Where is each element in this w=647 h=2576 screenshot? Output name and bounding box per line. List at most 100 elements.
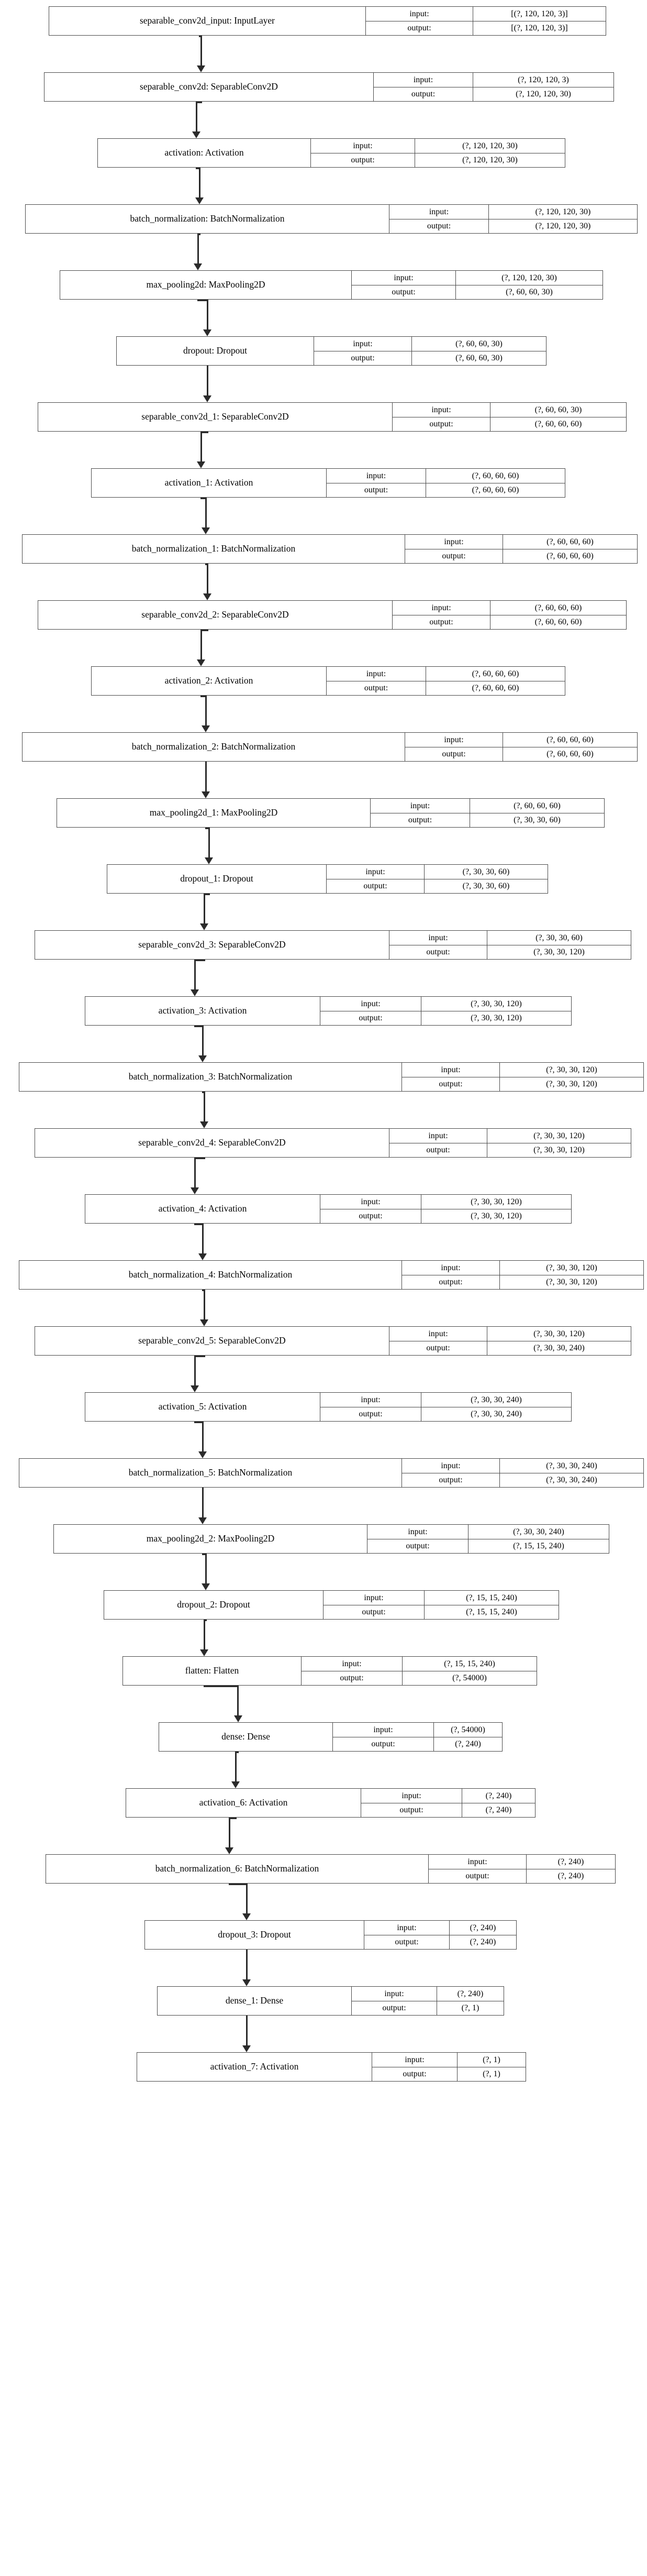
input-label: input: bbox=[428, 933, 448, 942]
input-shape-value: (?, 30, 30, 60) bbox=[487, 931, 631, 945]
output-label: output: bbox=[364, 684, 388, 692]
output-label: output: bbox=[359, 1212, 383, 1220]
layer-name-label: activation_7: Activation bbox=[210, 2061, 299, 2072]
input-label: input: bbox=[429, 207, 449, 216]
output-shape-value: (?, 30, 30, 240) bbox=[487, 1341, 631, 1355]
layer-io-table: input:(?, 240)output:(?, 1) bbox=[351, 1987, 504, 2015]
input-label: input: bbox=[441, 1461, 461, 1470]
layer-node-batch_normalization_2[interactable]: batch_normalization_2: BatchNormalizatio… bbox=[22, 732, 638, 762]
input-shape-value: (?, 15, 15, 240) bbox=[402, 1657, 537, 1671]
output-shape-value: (?, 240) bbox=[449, 1935, 516, 1949]
input-label: input: bbox=[342, 1659, 362, 1668]
graph-edge bbox=[199, 36, 201, 37]
layer-input-row: input:(?, 15, 15, 240) bbox=[324, 1591, 559, 1605]
graph-edge bbox=[203, 1686, 205, 1687]
layer-io-table: input:(?, 60, 60, 60)output:(?, 60, 60, … bbox=[326, 469, 565, 497]
layer-input-row: input:(?, 240) bbox=[429, 1855, 615, 1869]
layer-output-row: output:(?, 30, 30, 120) bbox=[402, 1275, 643, 1289]
layer-input-row: input:(?, 30, 30, 120) bbox=[402, 1063, 643, 1077]
output-shape-value: (?, 30, 30, 240) bbox=[421, 1407, 571, 1421]
graph-edge bbox=[203, 1554, 206, 1555]
input-label: input: bbox=[361, 999, 381, 1008]
graph-edge bbox=[198, 36, 200, 37]
layer-io-table: input:(?, 120, 120, 30)output:(?, 60, 60… bbox=[351, 271, 603, 299]
output-label: output: bbox=[411, 90, 436, 98]
output-shape-value: (?, 120, 120, 30) bbox=[415, 153, 565, 167]
graph-edge bbox=[228, 1818, 230, 1848]
output-label: output: bbox=[399, 1806, 423, 1814]
layer-node-batch_normalization_6[interactable]: batch_normalization_6: BatchNormalizatio… bbox=[46, 1854, 616, 1884]
layer-node-batch_normalization_1[interactable]: batch_normalization_1: BatchNormalizatio… bbox=[22, 534, 638, 564]
layer-name-label: batch_normalization_3: BatchNormalizatio… bbox=[128, 1071, 293, 1082]
graph-edge bbox=[205, 564, 207, 565]
layer-io-table: input:(?, 30, 30, 120)output:(?, 30, 30,… bbox=[401, 1261, 643, 1289]
layer-io-table: input:(?, 60, 60, 60)output:(?, 30, 30, … bbox=[370, 799, 604, 827]
layer-input-row: input:[(?, 120, 120, 3)] bbox=[366, 7, 606, 21]
layer-name-label: dense: Dense bbox=[221, 1731, 270, 1742]
layer-input-row: input:(?, 60, 60, 30) bbox=[393, 403, 626, 417]
output-shape-value: (?, 30, 30, 60) bbox=[470, 813, 604, 827]
layer-io-table: input:(?, 30, 30, 120)output:(?, 30, 30,… bbox=[320, 997, 571, 1025]
graph-edge bbox=[237, 1686, 239, 1716]
layer-node-batch_normalization_5[interactable]: batch_normalization_5: BatchNormalizatio… bbox=[19, 1458, 644, 1488]
layer-input-row: input:(?, 120, 120, 30) bbox=[389, 205, 637, 219]
input-label: input: bbox=[408, 1527, 428, 1536]
layer-input-row: input:(?, 30, 30, 120) bbox=[320, 1195, 571, 1209]
output-shape-value: (?, 60, 60, 60) bbox=[426, 483, 565, 497]
graph-edge bbox=[200, 696, 202, 697]
graph-edge bbox=[203, 960, 205, 961]
output-shape-value: (?, 60, 60, 30) bbox=[411, 351, 546, 365]
input-shape-value: (?, 240) bbox=[526, 1855, 615, 1869]
graph-edge-arrowhead bbox=[225, 1847, 233, 1854]
layer-node-activation_7[interactable]: activation_7: Activation input:(?, 1)outp… bbox=[137, 2052, 526, 2082]
layer-input-row: input:(?, 240) bbox=[352, 1987, 504, 2001]
layer-node-batch_normalization_4[interactable]: batch_normalization_4: BatchNormalizatio… bbox=[19, 1260, 644, 1290]
graph-edge bbox=[205, 498, 207, 528]
layer-io-table: input:(?, 15, 15, 240)output:(?, 54000) bbox=[301, 1657, 537, 1685]
input-shape-value: (?, 30, 30, 240) bbox=[421, 1393, 571, 1407]
output-shape-value: (?, 30, 30, 120) bbox=[421, 1011, 571, 1025]
input-label: input: bbox=[365, 867, 385, 876]
layer-input-row: input:(?, 240) bbox=[361, 1789, 535, 1803]
graph-edge bbox=[203, 1092, 204, 1093]
input-shape-value: (?, 30, 30, 120) bbox=[499, 1063, 643, 1077]
layer-node-batch_normalization_3[interactable]: batch_normalization_3: BatchNormalizatio… bbox=[19, 1062, 644, 1092]
output-label: output: bbox=[429, 618, 453, 626]
layer-output-row: output:(?, 30, 30, 120) bbox=[389, 1143, 631, 1157]
graph-edge bbox=[206, 300, 208, 330]
input-shape-value: (?, 240) bbox=[449, 1921, 516, 1935]
layer-name-label: batch_normalization_5: BatchNormalizatio… bbox=[128, 1467, 293, 1478]
graph-edge-arrowhead bbox=[192, 131, 200, 138]
input-shape-value: (?, 60, 60, 60) bbox=[490, 601, 626, 615]
layer-io-table: input:(?, 1)output:(?, 1) bbox=[372, 2053, 526, 2081]
layer-input-row: input:(?, 120, 120, 30) bbox=[311, 139, 565, 153]
graph-edge bbox=[208, 894, 210, 895]
input-shape-value: (?, 30, 30, 120) bbox=[499, 1261, 643, 1275]
input-label: input: bbox=[353, 339, 373, 348]
